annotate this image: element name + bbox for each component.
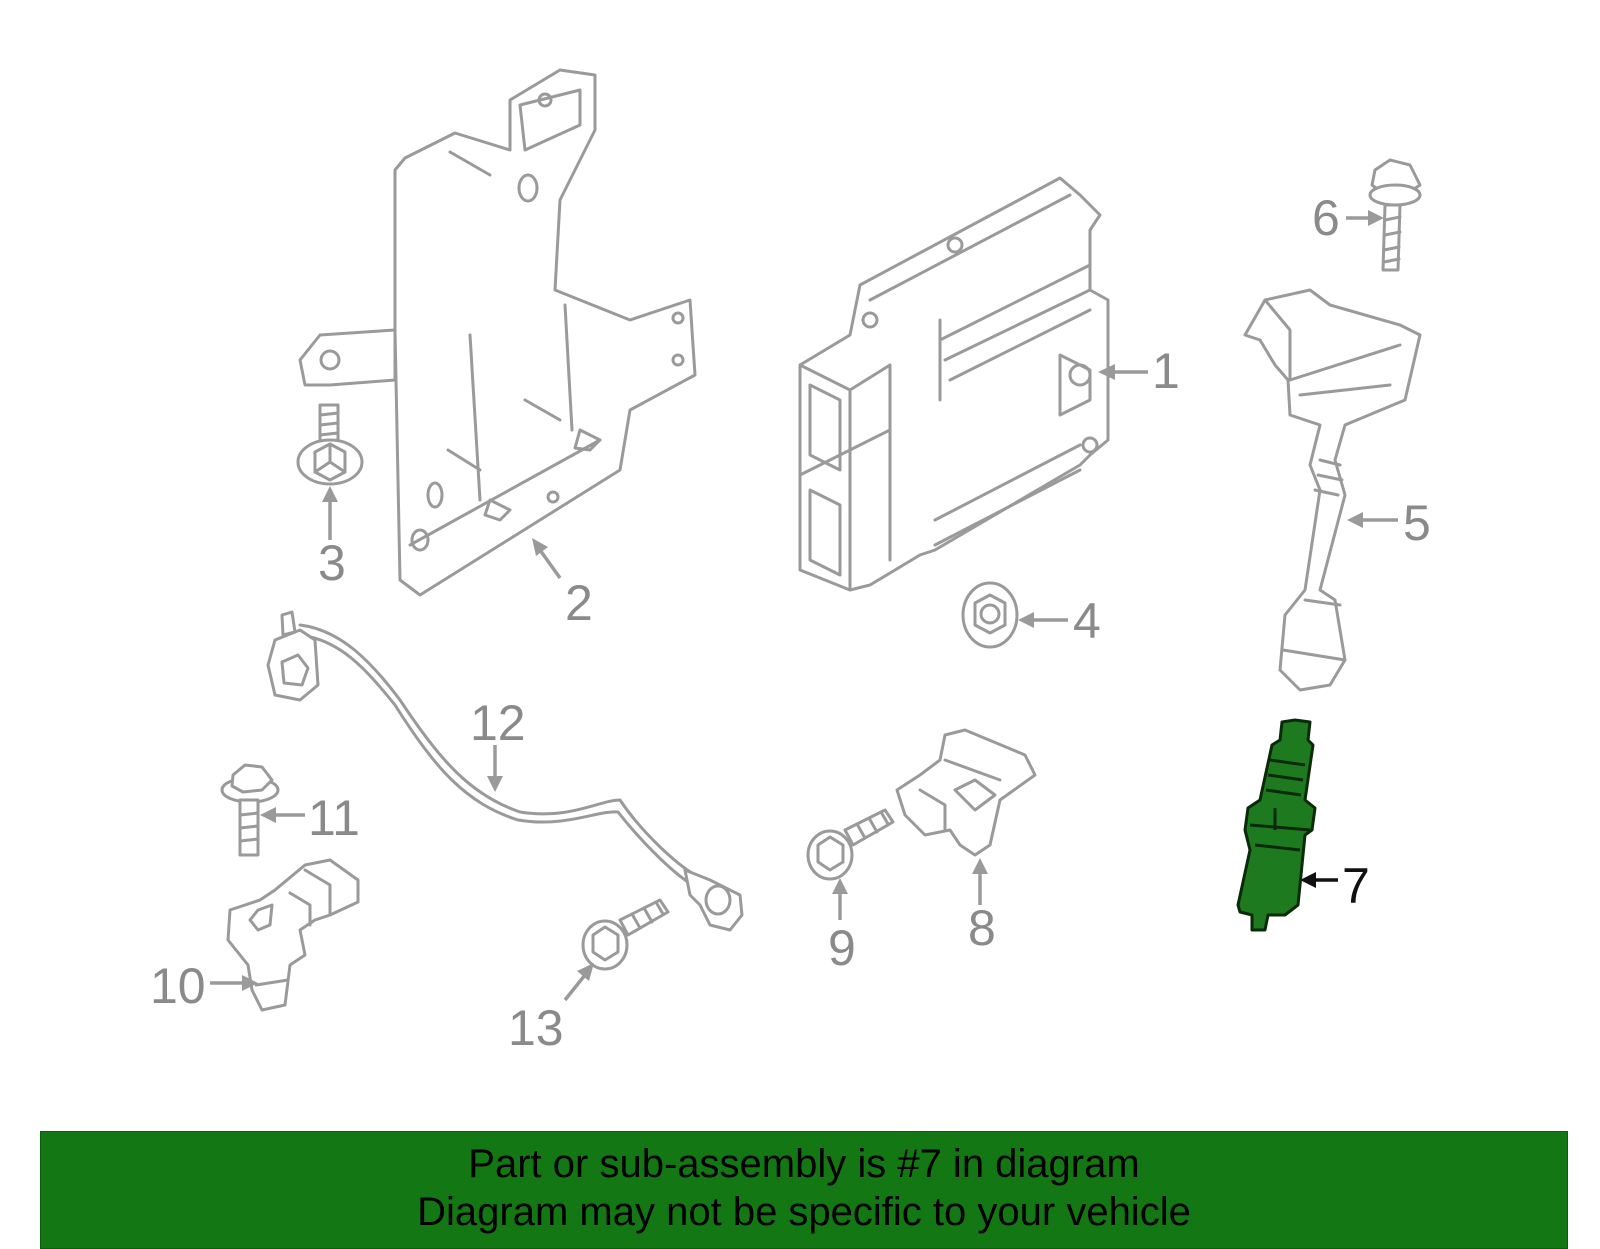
arrow-1 bbox=[1098, 364, 1148, 380]
banner-part-line: Part or sub-assembly is #7 in diagram bbox=[468, 1142, 1140, 1186]
part-12-harness[interactable] bbox=[266, 610, 744, 932]
part-2-bracket[interactable] bbox=[298, 68, 697, 597]
arrow-8 bbox=[972, 858, 988, 905]
part-5-ignition-coil[interactable] bbox=[1243, 288, 1422, 692]
info-banner: Part or sub-assembly is #7 in diagram Di… bbox=[40, 1131, 1568, 1249]
arrow-12 bbox=[487, 745, 503, 792]
callout-2: 2 bbox=[565, 575, 593, 631]
callout-11: 11 bbox=[308, 790, 360, 846]
arrow-10 bbox=[210, 975, 258, 991]
callout-13: 13 bbox=[508, 1000, 564, 1056]
arrow-5 bbox=[1347, 512, 1398, 528]
callout-1: 1 bbox=[1152, 343, 1180, 399]
part-11-bolt[interactable] bbox=[220, 763, 280, 857]
arrow-6 bbox=[1346, 210, 1384, 226]
part-13-bolt[interactable] bbox=[581, 898, 670, 971]
callout-labels: 1 2 3 4 5 6 7 8 9 10 11 12 13 bbox=[150, 190, 1431, 1056]
callout-10: 10 bbox=[150, 958, 206, 1014]
callout-12: 12 bbox=[470, 695, 526, 751]
arrow-3 bbox=[322, 486, 338, 540]
callout-4: 4 bbox=[1073, 593, 1101, 649]
part-6-bolt[interactable] bbox=[1368, 158, 1422, 272]
leader-arrows bbox=[210, 210, 1398, 1002]
arrow-13 bbox=[563, 963, 594, 1002]
arrow-4 bbox=[1018, 612, 1068, 628]
arrow-2 bbox=[532, 538, 562, 580]
callout-6: 6 bbox=[1312, 190, 1340, 246]
callout-5: 5 bbox=[1403, 495, 1431, 551]
arrow-9 bbox=[832, 878, 848, 920]
arrow-11 bbox=[260, 807, 305, 823]
banner-disclaimer-line: Diagram may not be specific to your vehi… bbox=[417, 1190, 1191, 1234]
callout-8: 8 bbox=[968, 900, 996, 956]
arrow-7 bbox=[1300, 872, 1338, 888]
callout-7: 7 bbox=[1342, 858, 1370, 914]
part-8-sensor[interactable] bbox=[895, 728, 1037, 857]
part-3-bolt[interactable] bbox=[296, 403, 364, 486]
part-4-nut[interactable] bbox=[961, 581, 1019, 649]
callout-3: 3 bbox=[318, 535, 346, 591]
callout-9: 9 bbox=[828, 920, 856, 976]
part-7-spark-plug[interactable] bbox=[1236, 718, 1317, 932]
part-9-bolt[interactable] bbox=[806, 808, 895, 881]
part-1-ecm[interactable] bbox=[798, 176, 1110, 592]
